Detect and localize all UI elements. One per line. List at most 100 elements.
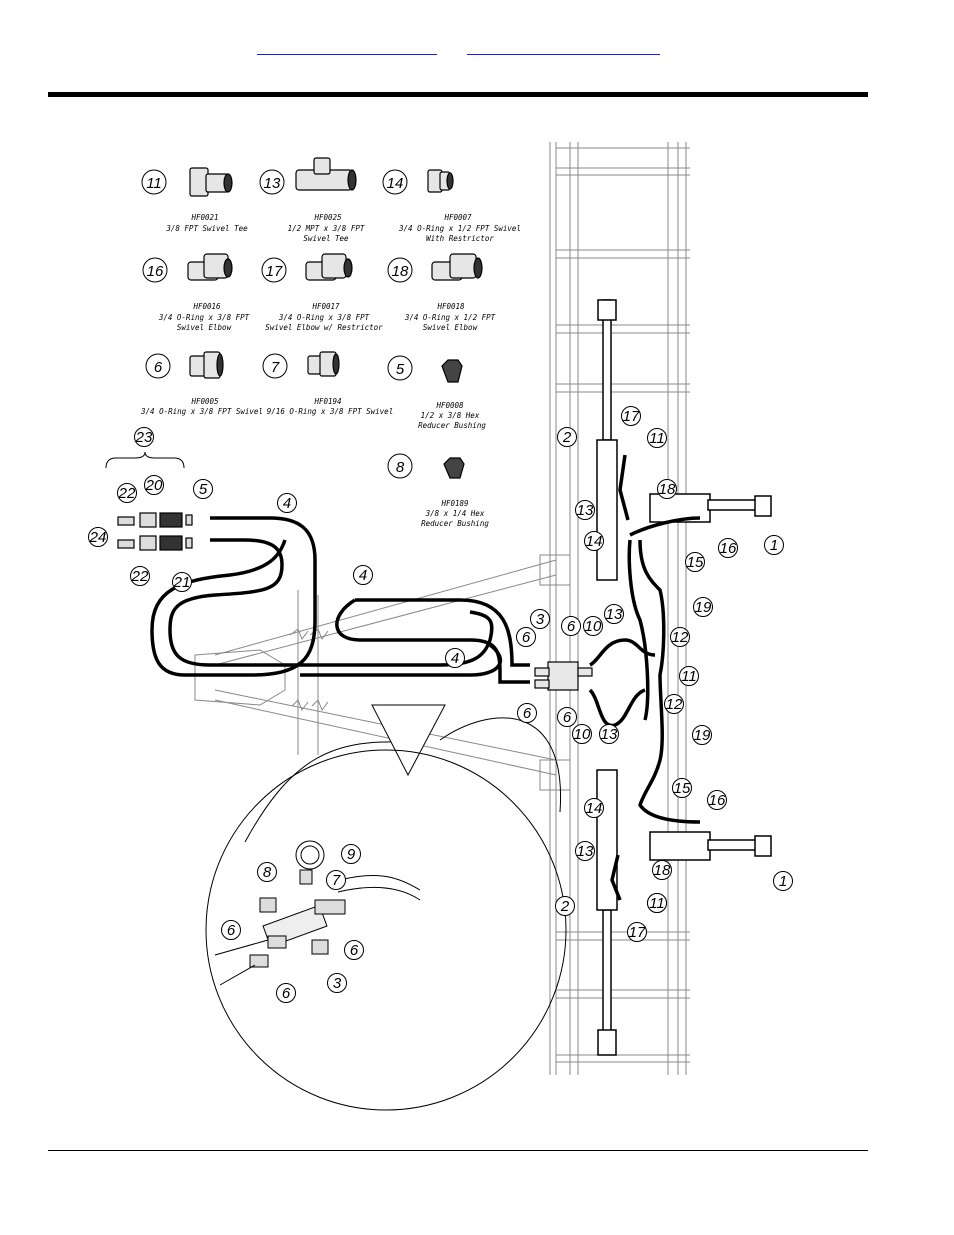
callout-11: 11 [679, 666, 699, 686]
swivel-fitting-icon [427, 169, 454, 193]
svg-text:14: 14 [387, 175, 404, 192]
callout-number: 8 [263, 864, 272, 881]
callout-17: 17 [621, 406, 641, 426]
catalog-number: 11 [146, 175, 162, 192]
callout-15: 15 [685, 552, 705, 572]
callout-number: 13 [606, 606, 623, 623]
callout-16: 16 [718, 538, 738, 558]
swivel-fitting-icon [307, 351, 340, 377]
svg-text:5: 5 [396, 361, 405, 378]
callout-13: 13 [604, 604, 624, 624]
catalog-item-14: 14 HF0007 3/4 O-Ring x 1/2 FPT Swivel Wi… [382, 169, 521, 243]
catalog-part: HF0021 [190, 213, 218, 222]
callout-14: 14 [584, 798, 604, 818]
callout-number: 6 [350, 942, 359, 959]
parts-catalog: 11 HF0021 3/8 FPT Swivel Tee 13 HF0025 1… [140, 157, 521, 528]
nav-link-2[interactable] [467, 38, 660, 55]
callout-number: 16 [709, 792, 726, 809]
callout-number: 4 [283, 495, 291, 512]
hoses [150, 454, 701, 901]
callout-number: 13 [601, 726, 618, 743]
callout-number: 5 [199, 481, 208, 498]
callout-number: 9 [347, 846, 356, 863]
callout-10: 10 [583, 616, 603, 636]
svg-text:Swivel Tee: Swivel Tee [303, 234, 349, 243]
detail-callout [205, 704, 567, 1111]
callout-number: 11 [649, 430, 665, 447]
header-rule [48, 92, 868, 97]
svg-text:6: 6 [154, 359, 163, 376]
svg-text:8: 8 [396, 459, 405, 476]
callout-13: 13 [575, 500, 595, 520]
callout-6: 6 [221, 920, 241, 940]
callout-number: 6 [282, 985, 291, 1002]
quick-couplers [117, 512, 193, 551]
callout-number: 19 [695, 599, 712, 616]
callout-number: 4 [451, 650, 459, 667]
callout-number: 18 [654, 862, 671, 879]
callout-number: 6 [227, 922, 236, 939]
callout-number: 6 [523, 705, 532, 722]
callout-number: 23 [135, 429, 153, 446]
callout-13: 13 [575, 841, 595, 861]
callout-4: 4 [353, 565, 373, 585]
callout-number: 14 [586, 533, 603, 550]
callout-6: 6 [276, 983, 296, 1003]
swivel-elbow-icon [305, 253, 353, 281]
callout-number: 12 [666, 696, 683, 713]
svg-text:HF0005: HF0005 [190, 397, 219, 406]
callout-8: 8 [257, 862, 277, 882]
callout-number: 17 [629, 924, 646, 941]
callout-3: 3 [530, 609, 550, 629]
callout-number: 22 [131, 568, 149, 585]
callout-21: 21 [172, 572, 192, 592]
callout-2: 2 [555, 896, 575, 916]
callout-6: 6 [517, 703, 537, 723]
callout-9: 9 [341, 844, 361, 864]
swivel-elbow-icon [187, 253, 233, 281]
toolbar-frame [194, 142, 690, 1075]
callout-24: 24 [88, 527, 108, 547]
callout-18: 18 [657, 479, 677, 499]
callout-2: 2 [557, 427, 577, 447]
catalog-item-17: 17 HF0017 3/4 O-Ring x 3/8 FPT Swivel El… [261, 253, 383, 332]
callout-23: 23 [134, 427, 154, 447]
svg-text:13: 13 [264, 175, 281, 192]
callout-13: 13 [599, 724, 619, 744]
callout-number: 15 [687, 554, 704, 571]
svg-text:3/4 O-Ring x 1/2 FPT Swivel: 3/4 O-Ring x 1/2 FPT Swivel [398, 224, 521, 233]
swivel-elbow-icon [431, 253, 483, 281]
callout-number: 21 [173, 574, 191, 591]
callout-number: 19 [694, 727, 711, 744]
svg-text:16: 16 [147, 263, 164, 280]
callout-11: 11 [647, 893, 667, 913]
callout-7: 7 [326, 870, 346, 890]
callout-number: 14 [586, 800, 603, 817]
callout-6: 6 [344, 940, 364, 960]
catalog-item-7: 7 HF0194 9/16 O-Ring x 3/8 FPT Swivel [262, 351, 393, 416]
callout-22: 22 [130, 566, 150, 586]
callout-number: 2 [562, 429, 572, 446]
svg-text:HF0189: HF0189 [440, 499, 469, 508]
nav-link-1[interactable] [257, 38, 437, 55]
callout-number: 17 [623, 408, 640, 425]
hex-bushing-icon [443, 457, 465, 479]
callout-number: 16 [720, 540, 737, 557]
callout-number: 2 [560, 898, 570, 915]
svg-text:18: 18 [392, 263, 409, 280]
callout-number: 6 [563, 709, 572, 726]
callout-6: 6 [557, 707, 577, 727]
callout-number: 10 [574, 726, 591, 743]
catalog-item-5: 5 HF0008 1/2 x 3/8 Hex Reducer Bushing [387, 355, 486, 430]
callout-15: 15 [672, 778, 692, 798]
callout-number: 13 [577, 843, 594, 860]
catalog-item-16: 16 HF0016 3/4 O-Ring x 3/8 FPT Swivel El… [142, 253, 250, 332]
callout-4: 4 [445, 648, 465, 668]
callout-6: 6 [516, 627, 536, 647]
callout-number: 11 [681, 668, 697, 685]
svg-text:HF0194: HF0194 [313, 397, 341, 406]
callout-12: 12 [664, 694, 684, 714]
svg-text:17: 17 [266, 263, 283, 280]
callout-22: 22 [117, 483, 137, 503]
callout-3: 3 [327, 973, 347, 993]
